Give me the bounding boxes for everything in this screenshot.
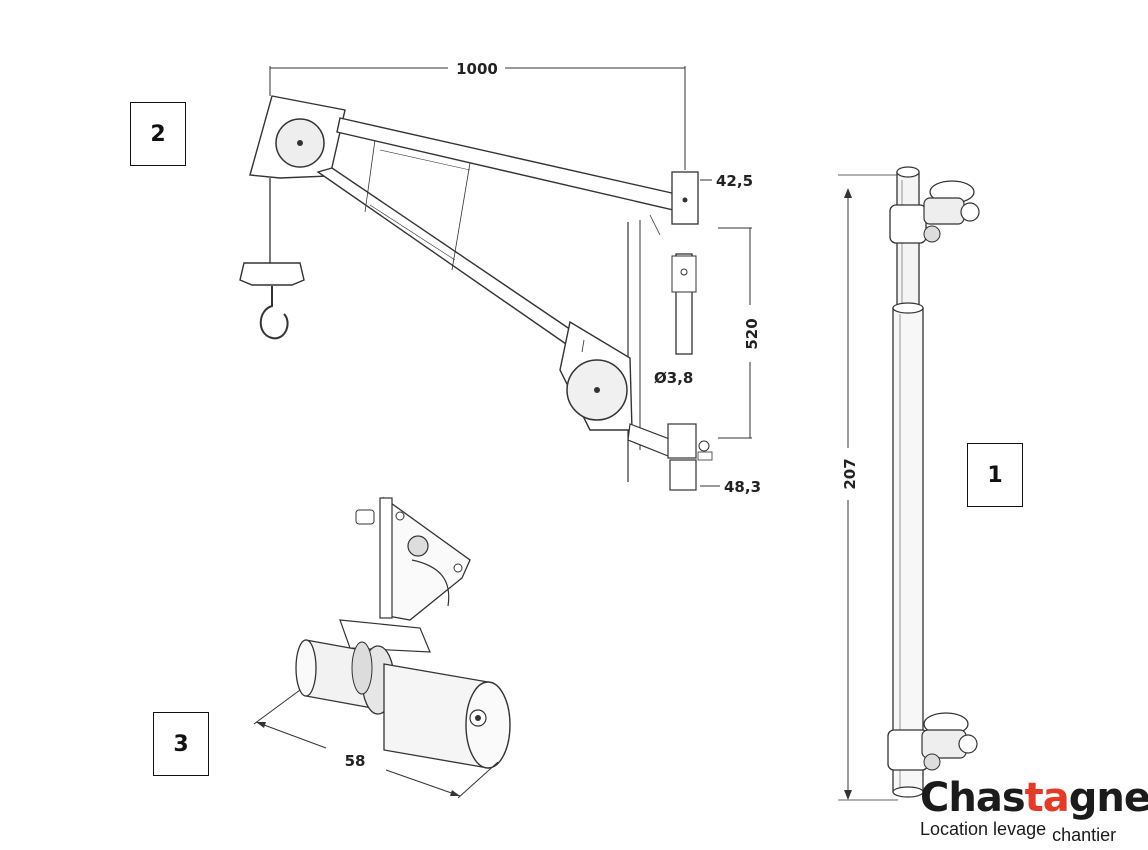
part-label-2: 2	[130, 102, 186, 166]
dim-pin-diameter: Ø3,8	[654, 369, 693, 387]
logo-accent: ta	[1024, 775, 1070, 821]
dimension-boom-length: 1000	[269, 60, 686, 170]
jib-arm-assembly: 1000 42,5	[239, 60, 761, 496]
motor-right-cylinder	[383, 663, 511, 769]
winch-motor-assembly: 58	[253, 496, 511, 799]
lifting-hook	[259, 286, 289, 340]
logo-name: Chastagner	[920, 775, 1148, 821]
mast-assembly: 207	[838, 166, 980, 801]
dim-boom-length: 1000	[456, 60, 498, 78]
dimension-motor-length: 58	[253, 689, 499, 799]
mast-tube	[892, 307, 924, 793]
top-coupler-clamp	[889, 180, 980, 244]
dim-pin-spacing: 520	[743, 318, 761, 349]
dim-mast-height: 207	[841, 458, 859, 489]
motor-bracket-plate	[381, 496, 471, 621]
hook-block	[239, 262, 305, 286]
bottom-coupler-clamp	[887, 712, 978, 771]
dim-motor-length: 58	[345, 752, 366, 770]
dimension-pin-spacing: 520	[718, 227, 761, 439]
dim-tube-diameter: 48,3	[724, 478, 761, 496]
bottom-tube	[669, 459, 697, 491]
dim-sleeve-height: 42,5	[716, 172, 753, 190]
part-label-1: 1	[967, 443, 1023, 507]
part-label-3: 3	[153, 712, 209, 776]
upper-boom	[336, 117, 686, 213]
